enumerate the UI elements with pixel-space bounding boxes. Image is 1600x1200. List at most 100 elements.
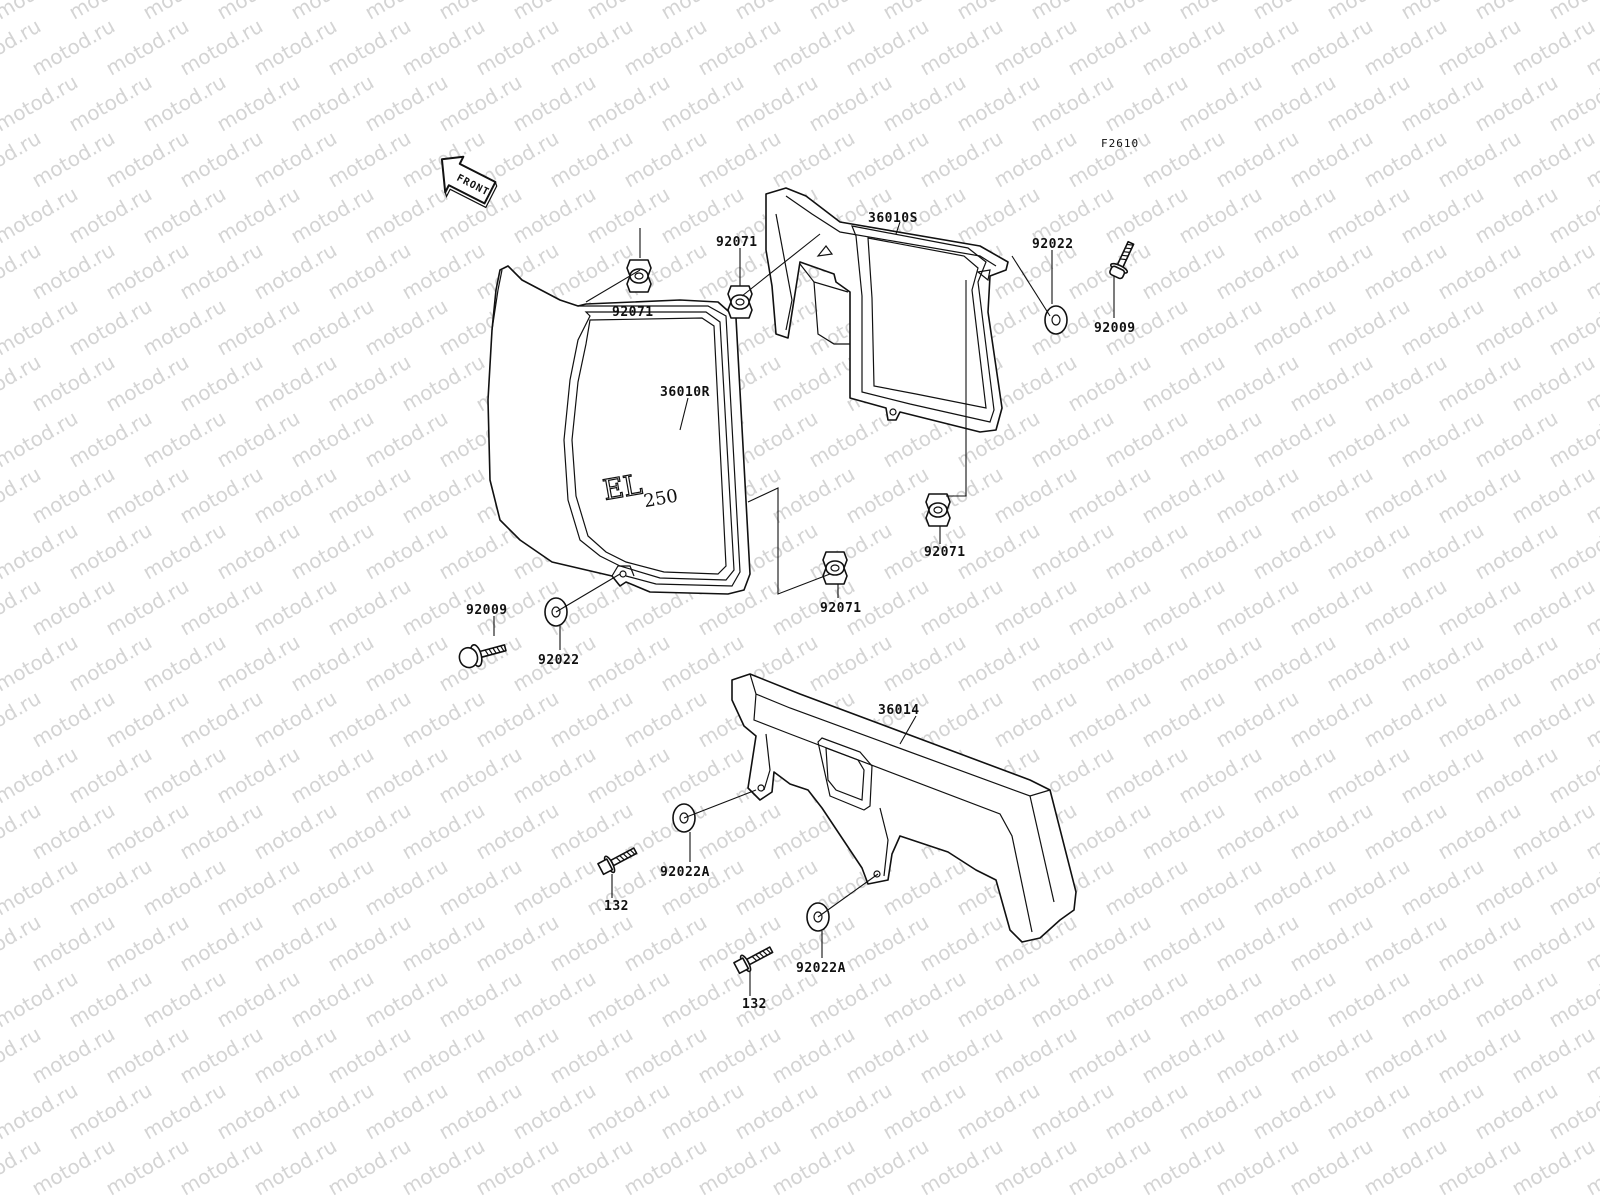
watermark-text: motod.ru: [472, 910, 563, 977]
watermark-text: motod.ru: [472, 1022, 563, 1089]
watermark-text: motod.ru: [65, 182, 156, 249]
watermark-text: motod.ru: [435, 1078, 526, 1145]
watermark-text: motod.ru: [1360, 574, 1451, 641]
watermark-text: motod.ru: [1360, 462, 1451, 529]
watermark-text: motod.ru: [1101, 630, 1192, 697]
watermark-text: motod.ru: [65, 406, 156, 473]
watermark-text: motod.ru: [509, 70, 600, 137]
watermark-text: motod.ru: [1397, 406, 1488, 473]
watermark-text: motod.ru: [1397, 742, 1488, 809]
watermark-text: motod.ru: [1286, 686, 1377, 753]
watermark-text: motod.ru: [1249, 518, 1340, 585]
watermark-text: motod.ru: [1508, 910, 1599, 977]
watermark-text: motod.ru: [1360, 910, 1451, 977]
watermark-text: motod.ru: [213, 294, 304, 361]
watermark-text: motod.ru: [1249, 966, 1340, 1033]
watermark-text: motod.ru: [1212, 686, 1303, 753]
watermark-text: motod.ru: [583, 742, 674, 809]
watermark-text: motod.ru: [139, 1078, 230, 1145]
watermark-text: motod.ru: [768, 1134, 859, 1200]
watermark-text: motod.ru: [1286, 462, 1377, 529]
watermark-text: motod.ru: [472, 1134, 563, 1200]
watermark-text: motod.ru: [1471, 966, 1562, 1033]
watermark-text: motod.ru: [250, 350, 341, 417]
watermark-text: motod.ru: [1212, 126, 1303, 193]
watermark-text: motod.ru: [657, 70, 748, 137]
watermark-text: motod.ru: [1360, 126, 1451, 193]
watermark-text: motod.ru: [287, 182, 378, 249]
bolt-132-b: [733, 946, 774, 975]
bolt-92009-a: [1109, 240, 1135, 280]
watermark-text: motod.ru: [1471, 630, 1562, 697]
watermark-text: motod.ru: [1471, 742, 1562, 809]
watermark-text: motod.ru: [1434, 910, 1525, 977]
watermark-text: motod.ru: [1212, 1022, 1303, 1089]
watermark-text: motod.ru: [509, 742, 600, 809]
watermark-text: motod.ru: [1286, 238, 1377, 305]
watermark-text: motod.ru: [213, 854, 304, 921]
watermark-text: motod.ru: [102, 574, 193, 641]
watermark-text: motod.ru: [546, 126, 637, 193]
watermark-text: motod.ru: [102, 238, 193, 305]
watermark-text: motod.ru: [694, 1134, 785, 1200]
watermark-text: motod.ru: [620, 910, 711, 977]
watermark-text: motod.ru: [1397, 1078, 1488, 1145]
watermark-text: motod.ru: [842, 1022, 933, 1089]
watermark-text: motod.ru: [287, 966, 378, 1033]
watermark-text: motod.ru: [213, 182, 304, 249]
watermark-text: motod.ru: [28, 574, 119, 641]
watermark-text: motod.ru: [1360, 1134, 1451, 1200]
watermark-text: motod.ru: [1397, 294, 1488, 361]
watermark-text: motod.ru: [1323, 294, 1414, 361]
watermark-text: motod.ru: [1434, 14, 1525, 81]
watermark-text: motod.ru: [1212, 574, 1303, 641]
watermark-text: motod.ru: [324, 798, 415, 865]
watermark-text: motod.ru: [324, 238, 415, 305]
watermark-text: motod.ru: [1027, 518, 1118, 585]
grommet-92071-a: [727, 285, 753, 319]
watermark-text: motod.ru: [1286, 350, 1377, 417]
watermark-text: motod.ru: [620, 14, 711, 81]
watermark-text: motod.ru: [324, 1134, 415, 1200]
grommet-92071-d: [822, 551, 848, 585]
watermark-text: motod.ru: [65, 518, 156, 585]
watermark-text: motod.ru: [1434, 462, 1525, 529]
watermark-text: motod.ru: [102, 1022, 193, 1089]
watermark-text: motod.ru: [213, 70, 304, 137]
watermark-text: motod.ru: [1249, 70, 1340, 137]
watermark-text: motod.ru: [990, 462, 1081, 529]
watermark-text: motod.ru: [1249, 182, 1340, 249]
watermark-text: motod.ru: [250, 910, 341, 977]
watermark-text: motod.ru: [1064, 574, 1155, 641]
watermark-text: motod.ru: [1360, 238, 1451, 305]
watermark-text: motod.ru: [1471, 1078, 1562, 1145]
bolt-132-a: [597, 847, 638, 876]
watermark-text: motod.ru: [583, 1078, 674, 1145]
watermark-text: motod.ru: [176, 350, 267, 417]
watermark-text: motod.ru: [324, 14, 415, 81]
watermark-text: motod.ru: [435, 966, 526, 1033]
watermark-text: motod.ru: [398, 14, 489, 81]
watermark-text: motod.ru: [953, 630, 1044, 697]
watermark-text: motod.ru: [1249, 742, 1340, 809]
label-92009-a: 92009: [1094, 321, 1136, 336]
watermark-text: motod.ru: [509, 182, 600, 249]
watermark-text: motod.ru: [1397, 518, 1488, 585]
bolt-92009-b: [458, 644, 507, 669]
watermark-text: motod.ru: [28, 462, 119, 529]
watermark-text: motod.ru: [1508, 350, 1599, 417]
watermark-text: motod.ru: [287, 630, 378, 697]
watermark-text: motod.ru: [1212, 910, 1303, 977]
watermark-text: motod.ru: [176, 1022, 267, 1089]
watermark-text: motod.ru: [1471, 70, 1562, 137]
watermark-text: motod.ru: [731, 70, 822, 137]
watermark-text: motod.ru: [1323, 1078, 1414, 1145]
watermark-text: motod.ru: [842, 462, 933, 529]
watermark-text: motod.ru: [1212, 462, 1303, 529]
watermark-text: motod.ru: [1212, 238, 1303, 305]
diagram-code: F2610: [1101, 137, 1139, 150]
watermark-text: motod.ru: [139, 966, 230, 1033]
watermark-text: motod.ru: [916, 574, 1007, 641]
watermark-text: motod.ru: [287, 406, 378, 473]
watermark-text: motod.ru: [361, 70, 452, 137]
